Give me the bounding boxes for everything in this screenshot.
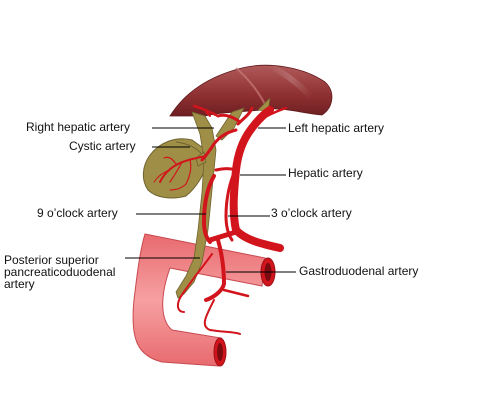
nine-oclock-artery — [202, 174, 216, 244]
label-posterior-superior-line2: pancreaticoduodenal — [4, 265, 116, 279]
common-hepatic-artery — [229, 106, 284, 252]
duodenum — [132, 233, 276, 367]
label-right-hepatic-artery: Right hepatic artery — [26, 120, 131, 134]
cystic-artery — [159, 155, 207, 183]
gastroduodenal-artery — [204, 238, 226, 302]
label-left-hepatic-artery: Left hepatic artery — [288, 121, 385, 135]
label-posterior-superior-line1: Posterior superior — [4, 253, 99, 267]
arteries — [153, 104, 288, 335]
left-hepatic-artery — [248, 106, 288, 128]
label-three-oclock-artery: 3 o’clock artery — [271, 206, 352, 220]
label-cystic-artery: Cystic artery — [69, 139, 136, 153]
label-hepatic-artery: Hepatic artery — [288, 166, 363, 180]
posterior-superior-pancreaticoduodenal-artery — [176, 253, 213, 313]
label-nine-oclock-artery: 9 o’clock artery — [37, 206, 118, 220]
three-oclock-artery — [224, 166, 238, 242]
gallbladder — [142, 138, 209, 199]
label-gastroduodenal-artery: Gastroduodenal artery — [299, 264, 419, 278]
label-posterior-superior-line3: artery — [4, 277, 35, 291]
leader-lines — [125, 127, 296, 273]
